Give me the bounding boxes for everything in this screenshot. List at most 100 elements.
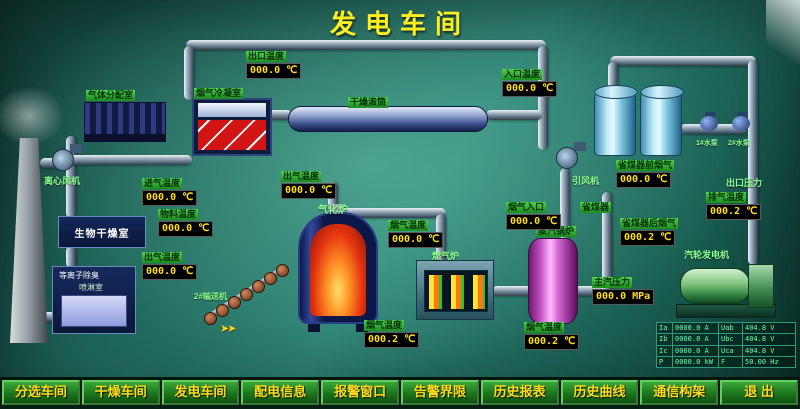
plasma-deodor-label: 等离子除臭	[59, 271, 99, 280]
pipe	[184, 46, 194, 100]
spray-room-label: 喷淋室	[79, 283, 103, 292]
menu-button-sorting-workshop[interactable]: 分选车间	[2, 379, 80, 405]
readout-label: 烟气温度	[388, 220, 429, 231]
table-cell: 404.8 V	[745, 346, 775, 355]
drying-drum	[288, 106, 488, 132]
readout-value: 000.2 ℃	[620, 230, 676, 246]
gas-furnace-window	[424, 270, 488, 312]
centrifugal-fan	[52, 144, 82, 172]
pipe	[610, 56, 756, 66]
table-cell: 0000.0 A	[673, 345, 719, 356]
centrifugal-fan-label: 离心风机	[44, 176, 81, 186]
water-pump-1-label: 1#水泵	[696, 140, 718, 147]
menu-button-alarm-limits[interactable]: 告警界限	[400, 379, 479, 405]
table-cell: 0000.0 A	[673, 323, 719, 334]
conveyor-roller	[264, 272, 277, 285]
readout-inlet-temp-top: 入口温度 000.0 ℃	[502, 69, 558, 97]
table-cell: 0000.0 A	[673, 334, 719, 345]
plasma-deodor-unit: 等离子除臭 喷淋室	[52, 266, 136, 334]
conveyor-roller	[204, 312, 217, 325]
menu-button-history-curve[interactable]: 历史曲线	[560, 379, 639, 405]
readout-value: 000.2 ℃	[706, 204, 762, 220]
water-tank-2	[640, 85, 684, 156]
pump-port	[737, 112, 747, 118]
gas-furnace	[416, 260, 494, 320]
water-tank-1	[594, 85, 638, 156]
readout-flue-temp-boiler: 烟气温度 000.2 ℃	[524, 322, 580, 350]
generator-body	[680, 268, 750, 304]
fan-housing	[556, 147, 578, 169]
flue-gas-condenser	[192, 98, 272, 156]
chimney	[10, 138, 48, 343]
economizer-label: 省煤器	[580, 202, 612, 213]
pipe	[70, 155, 192, 165]
bio-drying-room-label: 生物干燥室	[74, 228, 130, 240]
readout-intake-temp: 进气温度 000.0 ℃	[142, 178, 198, 206]
menu-button-drying-workshop[interactable]: 干燥车间	[81, 379, 160, 405]
induced-fan	[556, 142, 586, 170]
readout-value: 000.0 ℃	[388, 232, 444, 248]
table-cell: 404.8 V	[745, 335, 775, 344]
generator-exciter	[748, 264, 774, 308]
conveyor-label: 2#输送机	[194, 292, 227, 301]
pipe	[66, 136, 76, 218]
readout-outlet-temp-top: 出口温度 000.0 ℃	[246, 51, 302, 79]
menu-button-communication-frame[interactable]: 通信构架	[640, 379, 719, 405]
gas-distribution-room-label: 气体分配室	[86, 90, 136, 101]
conveyor-roller	[228, 296, 241, 309]
gasifier-leg	[356, 324, 368, 332]
readout-label: 省煤器前烟气	[616, 160, 675, 171]
readout-label: 烟气入口	[506, 202, 547, 213]
bio-drying-room: 生物干燥室	[58, 216, 146, 248]
menu-button-history-report[interactable]: 历史报表	[480, 379, 559, 405]
readout-flue-inlet: 烟气入口 000.0 ℃	[506, 202, 562, 230]
readout-label: 入口温度	[502, 69, 543, 80]
water-pump-1	[700, 112, 720, 132]
pipe	[268, 110, 292, 120]
readout-value: 000.0 ℃	[158, 221, 214, 237]
table-row: P 0000.0 kW F 50.00 Hz	[657, 356, 795, 367]
pipe	[602, 192, 612, 292]
menu-button-power-distribution-info[interactable]: 配电信息	[241, 379, 320, 405]
readout-main-steam-pressure: 主汽压力 000.0 MPa	[592, 277, 655, 305]
table-cell: Ic	[657, 345, 673, 356]
generator-parameters-table: Ia 0000.0 A Uab 404.8 V Ib 0000.0 A Ubc …	[656, 322, 796, 368]
table-cell: Ia	[657, 323, 673, 334]
gasifier-leg	[308, 324, 320, 332]
gasifier-vessel	[298, 204, 378, 332]
readout-value: 000.0 ℃	[616, 172, 672, 188]
table-cell: 404.8 V	[745, 324, 775, 332]
readout-value: 000.0 ℃	[142, 264, 198, 280]
page-title: 发电车间	[329, 9, 471, 39]
readout-value: 000.0 ℃	[506, 214, 562, 230]
readout-gasifier-outgas-temp: 出气温度 000.0 ℃	[281, 171, 337, 199]
readout-economizer-before: 省煤器前烟气 000.0 ℃	[616, 160, 675, 188]
bottom-menu-bar: 分选车间 干燥车间 发电车间 配电信息 报警窗口 告警界限 历史报表 历史曲线 …	[0, 377, 800, 409]
conveyor-roller	[240, 288, 253, 301]
screen-edge-highlight	[766, 0, 800, 64]
readout-material-temp: 物料温度 000.0 ℃	[158, 209, 214, 237]
readout-flue-temp-furnace: 烟气温度 000.2 ℃	[364, 320, 420, 348]
fan-outlet	[70, 144, 82, 153]
gas-distribution-room	[84, 102, 166, 142]
turbine-generator-label: 汽轮发电机	[684, 250, 730, 260]
gasifier-flame	[310, 224, 366, 316]
pump-body	[700, 116, 718, 131]
steam-boiler-label: 蒸汽锅炉	[536, 226, 577, 237]
readout-outgas-temp-left: 出气温度 000.0 ℃	[142, 252, 198, 280]
readout-label: 主汽压力	[592, 277, 633, 288]
readout-label: 出气温度	[281, 171, 322, 182]
pump-body	[732, 116, 750, 131]
pipe	[560, 168, 570, 240]
menu-button-exit[interactable]: 退 出	[720, 379, 798, 405]
table-cell: P	[657, 356, 673, 367]
readout-label: 出气温度	[142, 252, 183, 263]
pipe	[486, 110, 542, 120]
gasifier-nozzle	[328, 204, 344, 214]
water-pump-2-label: 2#水泵	[728, 140, 750, 147]
readout-label: 烟气温度	[524, 322, 565, 333]
pipe	[492, 286, 532, 296]
menu-button-alarm-window[interactable]: 报警窗口	[321, 379, 399, 405]
menu-button-power-workshop[interactable]: 发电车间	[161, 379, 240, 405]
pipe	[38, 312, 56, 322]
